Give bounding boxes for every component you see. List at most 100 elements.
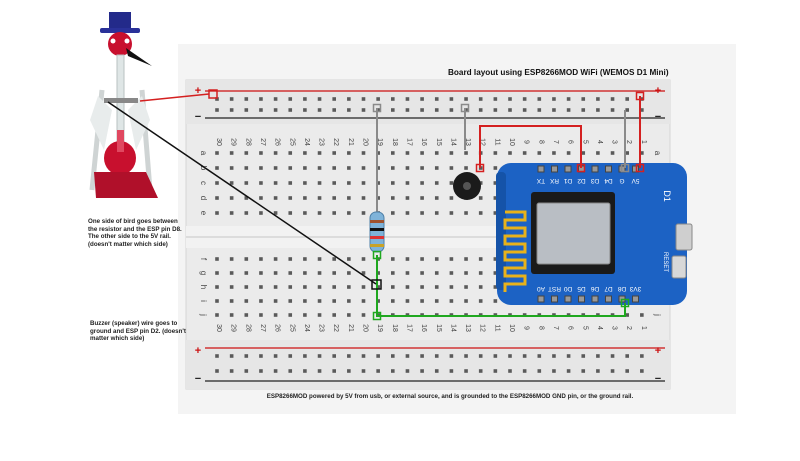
- breadboard-hole: [244, 151, 249, 155]
- rail-hole: [361, 108, 366, 112]
- rail-hole: [581, 354, 586, 358]
- row-letter: b: [199, 166, 208, 171]
- bottom-pin-label: 3V3: [629, 285, 641, 292]
- breadboard-hole: [361, 313, 366, 317]
- bird-liquid: [117, 130, 124, 152]
- rail-hole: [434, 369, 439, 373]
- breadboard-hole: [625, 151, 629, 155]
- breadboard-hole: [391, 211, 395, 215]
- row-letter: c: [199, 181, 208, 185]
- rail-hole: [405, 369, 410, 373]
- breadboard-hole: [478, 181, 483, 185]
- breadboard-hole: [259, 166, 263, 170]
- rail-hole: [640, 369, 644, 373]
- bird-beak: [126, 48, 152, 66]
- column-number-top: 12: [479, 138, 486, 146]
- row-letter: e: [199, 211, 208, 216]
- column-number-top: 25: [288, 138, 295, 146]
- column-number-bottom: 9: [523, 326, 530, 330]
- rail-hole: [376, 369, 380, 373]
- rail-hole: [273, 354, 278, 358]
- breadboard-hole: [244, 211, 249, 215]
- breadboard-hole: [332, 211, 336, 215]
- rail-hole: [391, 97, 395, 101]
- bottom-pin-label: D7: [604, 285, 613, 292]
- top-header-pin: [564, 165, 572, 173]
- rail-hole: [596, 97, 600, 101]
- rail-hole: [478, 97, 483, 101]
- rail-hole: [478, 354, 483, 358]
- breadboard-hole: [405, 299, 410, 303]
- bottom-header-pin: [605, 295, 612, 303]
- breadboard-hole: [229, 313, 234, 317]
- column-number-top: 11: [493, 138, 500, 145]
- rail-hole: [332, 97, 336, 101]
- row-letter: i: [199, 300, 208, 302]
- breadboard-hole: [420, 166, 424, 170]
- breadboard-hole: [434, 166, 439, 170]
- breadboard-hole: [332, 299, 336, 303]
- breadboard-hole: [478, 211, 483, 215]
- column-number-bottom: 18: [391, 324, 398, 332]
- breadboard-hole: [361, 166, 366, 170]
- breadboard-hole: [229, 166, 234, 170]
- circuit-parts: [208, 89, 645, 321]
- breadboard-hole: [332, 313, 336, 317]
- bottom-header-pin: [632, 295, 639, 303]
- top-pin-label: TX: [536, 177, 545, 184]
- breadboard-hole: [273, 196, 278, 200]
- breadboard-hole: [420, 181, 424, 185]
- column-number-top: 9: [523, 140, 530, 144]
- breadboard-hole: [610, 151, 615, 155]
- column-number-bottom: 14: [449, 324, 456, 332]
- rail-sign: +: [655, 345, 661, 357]
- rail-hole: [420, 354, 424, 358]
- resistor-band: [370, 220, 384, 223]
- rail-hole: [596, 354, 600, 358]
- breadboard-hole: [317, 181, 322, 185]
- rail-hole: [332, 354, 336, 358]
- breadboard-hole: [405, 271, 410, 275]
- column-number-bottom: 16: [420, 324, 427, 332]
- column-number-bottom: 15: [435, 324, 442, 332]
- rail-hole: [317, 97, 322, 101]
- breadboard-hole: [288, 211, 293, 215]
- rail-hole: [610, 108, 615, 112]
- breadboard-hole: [361, 285, 366, 289]
- rail-hole: [478, 108, 483, 112]
- rail-hole: [420, 369, 424, 373]
- breadboard-hole: [405, 196, 410, 200]
- rail-hole: [361, 369, 366, 373]
- breadboard-hole: [464, 257, 468, 261]
- breadboard-hole: [244, 299, 249, 303]
- breadboard-hole: [229, 151, 234, 155]
- rail-hole: [273, 108, 278, 112]
- green-wire-d8: [376, 255, 626, 317]
- breadboard-hole: [317, 271, 322, 275]
- breadboard-hole: [449, 211, 454, 215]
- rail-hole: [493, 97, 498, 101]
- breadboard-hole: [405, 285, 410, 289]
- resistor-band: [370, 228, 384, 231]
- breadboard-hole: [215, 196, 219, 200]
- rail-hole: [537, 108, 542, 112]
- column-number-top: 16: [420, 138, 427, 146]
- breadboard-hole: [464, 271, 468, 275]
- breadboard-hole: [332, 257, 336, 261]
- column-number-bottom: 26: [274, 324, 281, 332]
- diagram-caption: ESP8266MOD powered by 5V from usb, or ex…: [266, 393, 634, 400]
- breadboard-hole: [493, 151, 498, 155]
- connection-marker: [475, 163, 485, 173]
- breadboard-hole: [405, 166, 410, 170]
- column-number-bottom: 30: [215, 324, 222, 332]
- breadboard-hole: [229, 299, 234, 303]
- breadboard-hole: [376, 271, 380, 275]
- breadboard-hole: [347, 285, 351, 289]
- rail-hole: [244, 108, 249, 112]
- row-letter: f: [199, 258, 208, 261]
- rail-hole: [303, 369, 307, 373]
- connection-marker: [620, 298, 630, 308]
- breadboard-hole: [288, 166, 293, 170]
- breadboard-hole: [259, 196, 263, 200]
- breadboard-hole: [215, 151, 219, 155]
